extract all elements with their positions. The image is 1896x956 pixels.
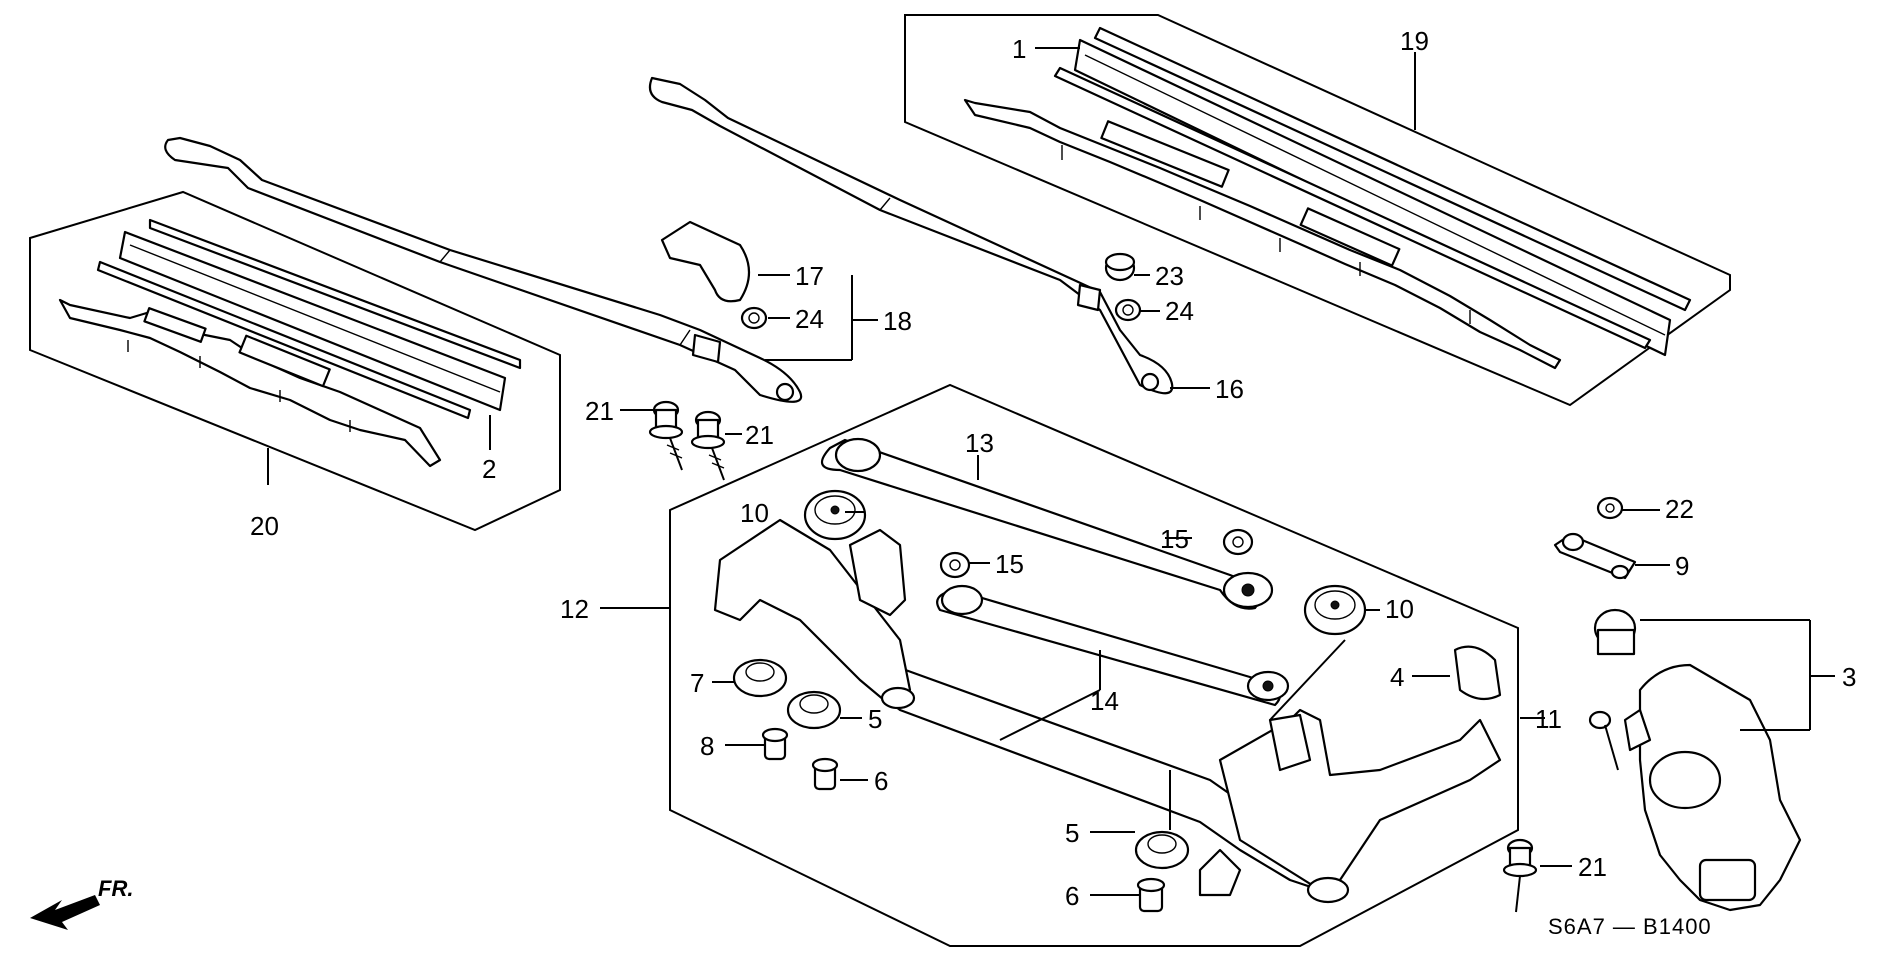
linkage-group bbox=[669, 383, 1519, 947]
callout-19: 19 bbox=[1400, 26, 1429, 56]
callout-24-right: 24 bbox=[1165, 296, 1194, 326]
bolts bbox=[648, 400, 1538, 913]
arm-cap bbox=[660, 220, 751, 303]
callout-21-left: 21 bbox=[585, 396, 614, 426]
leader-lines bbox=[600, 47, 1835, 896]
callout-16: 16 bbox=[1215, 374, 1244, 404]
callout-21-right: 21 bbox=[1578, 852, 1607, 882]
callout-24-left: 24 bbox=[795, 304, 824, 334]
callout-15-right: 15 bbox=[1160, 524, 1189, 554]
wiper-motor bbox=[1588, 608, 1802, 912]
callout-14: 14 bbox=[1090, 686, 1119, 716]
callout-12: 12 bbox=[560, 594, 589, 624]
grommets bbox=[803, 489, 1367, 636]
callout-labels: 1 19 17 18 24 23 24 16 21 21 2 20 13 10 … bbox=[250, 26, 1856, 911]
link-rod-13 bbox=[820, 437, 1274, 610]
callout-17: 17 bbox=[795, 261, 824, 291]
callout-5-lower: 5 bbox=[1065, 818, 1079, 848]
nuts bbox=[740, 252, 1142, 330]
callout-3: 3 bbox=[1842, 662, 1856, 692]
callout-7: 7 bbox=[690, 668, 704, 698]
diagram-code: S6A7 — B1400 bbox=[1548, 914, 1712, 939]
callout-13: 13 bbox=[965, 428, 994, 458]
motor-bracket bbox=[1553, 496, 1637, 580]
wiper-frame bbox=[713, 518, 1502, 904]
bushings bbox=[732, 658, 1190, 913]
callout-21-mid: 21 bbox=[745, 420, 774, 450]
callout-18: 18 bbox=[883, 306, 912, 336]
callout-2: 2 bbox=[482, 454, 496, 484]
callout-5-upper: 5 bbox=[868, 704, 882, 734]
callout-23: 23 bbox=[1155, 261, 1184, 291]
link-rod-14 bbox=[936, 584, 1290, 707]
callout-20: 20 bbox=[250, 511, 279, 541]
callout-10-left: 10 bbox=[740, 498, 769, 528]
left-wiper-arm bbox=[164, 136, 803, 403]
right-blade-group bbox=[904, 14, 1731, 407]
clip-4 bbox=[1453, 645, 1502, 701]
front-direction-indicator: FR. bbox=[30, 876, 133, 930]
callout-15-left: 15 bbox=[995, 549, 1024, 579]
right-wiper-arm bbox=[648, 76, 1174, 395]
callout-11: 11 bbox=[1535, 704, 1562, 734]
callout-9: 9 bbox=[1675, 551, 1689, 581]
callout-4: 4 bbox=[1390, 662, 1404, 692]
callout-1: 1 bbox=[1012, 34, 1026, 64]
left-blade-group bbox=[29, 190, 561, 532]
callout-6-upper: 6 bbox=[874, 766, 888, 796]
nuts-15 bbox=[939, 528, 1254, 579]
callout-22: 22 bbox=[1665, 494, 1694, 524]
front-label: FR. bbox=[98, 876, 133, 901]
callout-8: 8 bbox=[700, 731, 714, 761]
callout-6-lower: 6 bbox=[1065, 881, 1079, 911]
callout-10-right: 10 bbox=[1385, 594, 1414, 624]
